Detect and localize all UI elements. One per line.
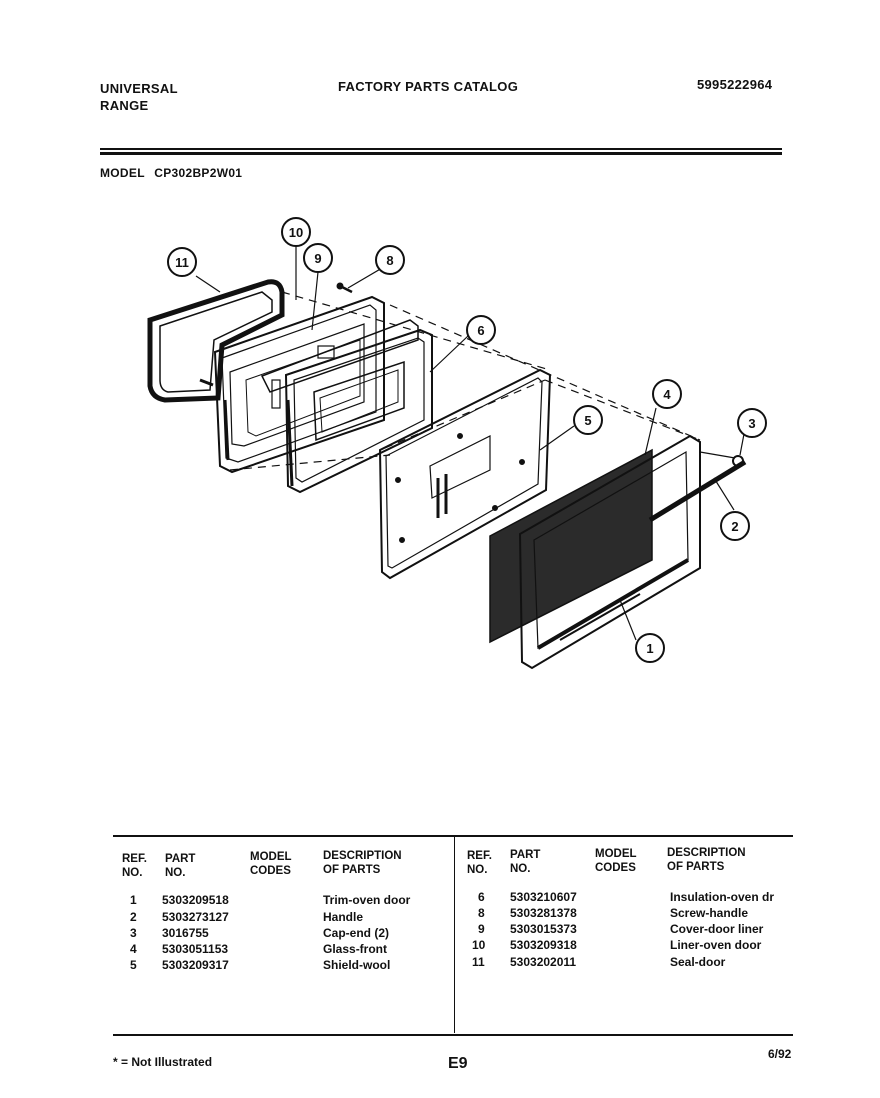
- callout-6: 6: [466, 315, 496, 345]
- callout-11-label: 11: [175, 255, 189, 270]
- seal-door-part: [147, 279, 285, 403]
- callout-8: 8: [375, 245, 405, 275]
- model-line: MODEL CP302BP2W01: [100, 166, 242, 180]
- callout-10-label: 10: [289, 225, 303, 240]
- trim-oven-door-part: [518, 434, 701, 670]
- table-divider: [454, 837, 455, 1033]
- brand-block: UNIVERSAL RANGE: [100, 80, 178, 114]
- page-number: E9: [448, 1055, 468, 1072]
- table-rule-top: [113, 835, 793, 837]
- callout-6-label: 6: [477, 323, 484, 338]
- handle-part: [648, 451, 747, 523]
- callout-1-label: 1: [646, 641, 653, 656]
- callout-9: 9: [303, 243, 333, 273]
- callout-3-label: 3: [748, 416, 755, 431]
- header-rule-top: [100, 148, 782, 150]
- callout-8-label: 8: [386, 253, 393, 268]
- model-number: CP302BP2W01: [154, 166, 243, 180]
- col-ref-left: REF.NO.: [122, 853, 147, 879]
- shield-wool-part: [378, 368, 552, 580]
- table-rule-bottom: [113, 1034, 793, 1036]
- callout-2: 2: [720, 511, 750, 541]
- col-ref-right: REF.NO.: [467, 850, 492, 876]
- callout-1: 1: [635, 633, 665, 663]
- brand-line-1: UNIVERSAL: [100, 81, 178, 96]
- catalog-date: 6/92: [768, 1047, 792, 1061]
- exploded-parts-diagram: 11 10 9 8 6 5 4 3 2 1 0298: [147, 217, 767, 670]
- callout-5: 5: [573, 405, 603, 435]
- page-title: FACTORY PARTS CATALOG: [338, 79, 519, 94]
- not-illustrated-note: * = Not Illustrated: [113, 1055, 213, 1069]
- catalog-number: 5995222964: [697, 77, 773, 92]
- brand-line-2: RANGE: [100, 98, 149, 113]
- cap-end-part: [732, 455, 744, 467]
- glass-front-part: [489, 448, 653, 644]
- liner-oven-door-part: [213, 295, 385, 474]
- callout-3: 3: [737, 408, 767, 438]
- header-rule-bottom: [100, 152, 782, 155]
- callout-9-label: 9: [314, 251, 321, 266]
- callout-5-label: 5: [584, 413, 591, 428]
- callout-10: 10: [281, 217, 311, 247]
- callout-2-label: 2: [731, 519, 738, 534]
- leader-lines: [195, 246, 745, 641]
- callout-4-label: 4: [663, 387, 671, 402]
- callout-4: 4: [652, 379, 682, 409]
- cover-door-liner-part: [260, 319, 419, 409]
- callout-11: 11: [167, 247, 197, 277]
- insulation-oven-door-part: [284, 328, 433, 494]
- screw-handle-part: [336, 282, 353, 294]
- model-label: MODEL: [100, 166, 145, 180]
